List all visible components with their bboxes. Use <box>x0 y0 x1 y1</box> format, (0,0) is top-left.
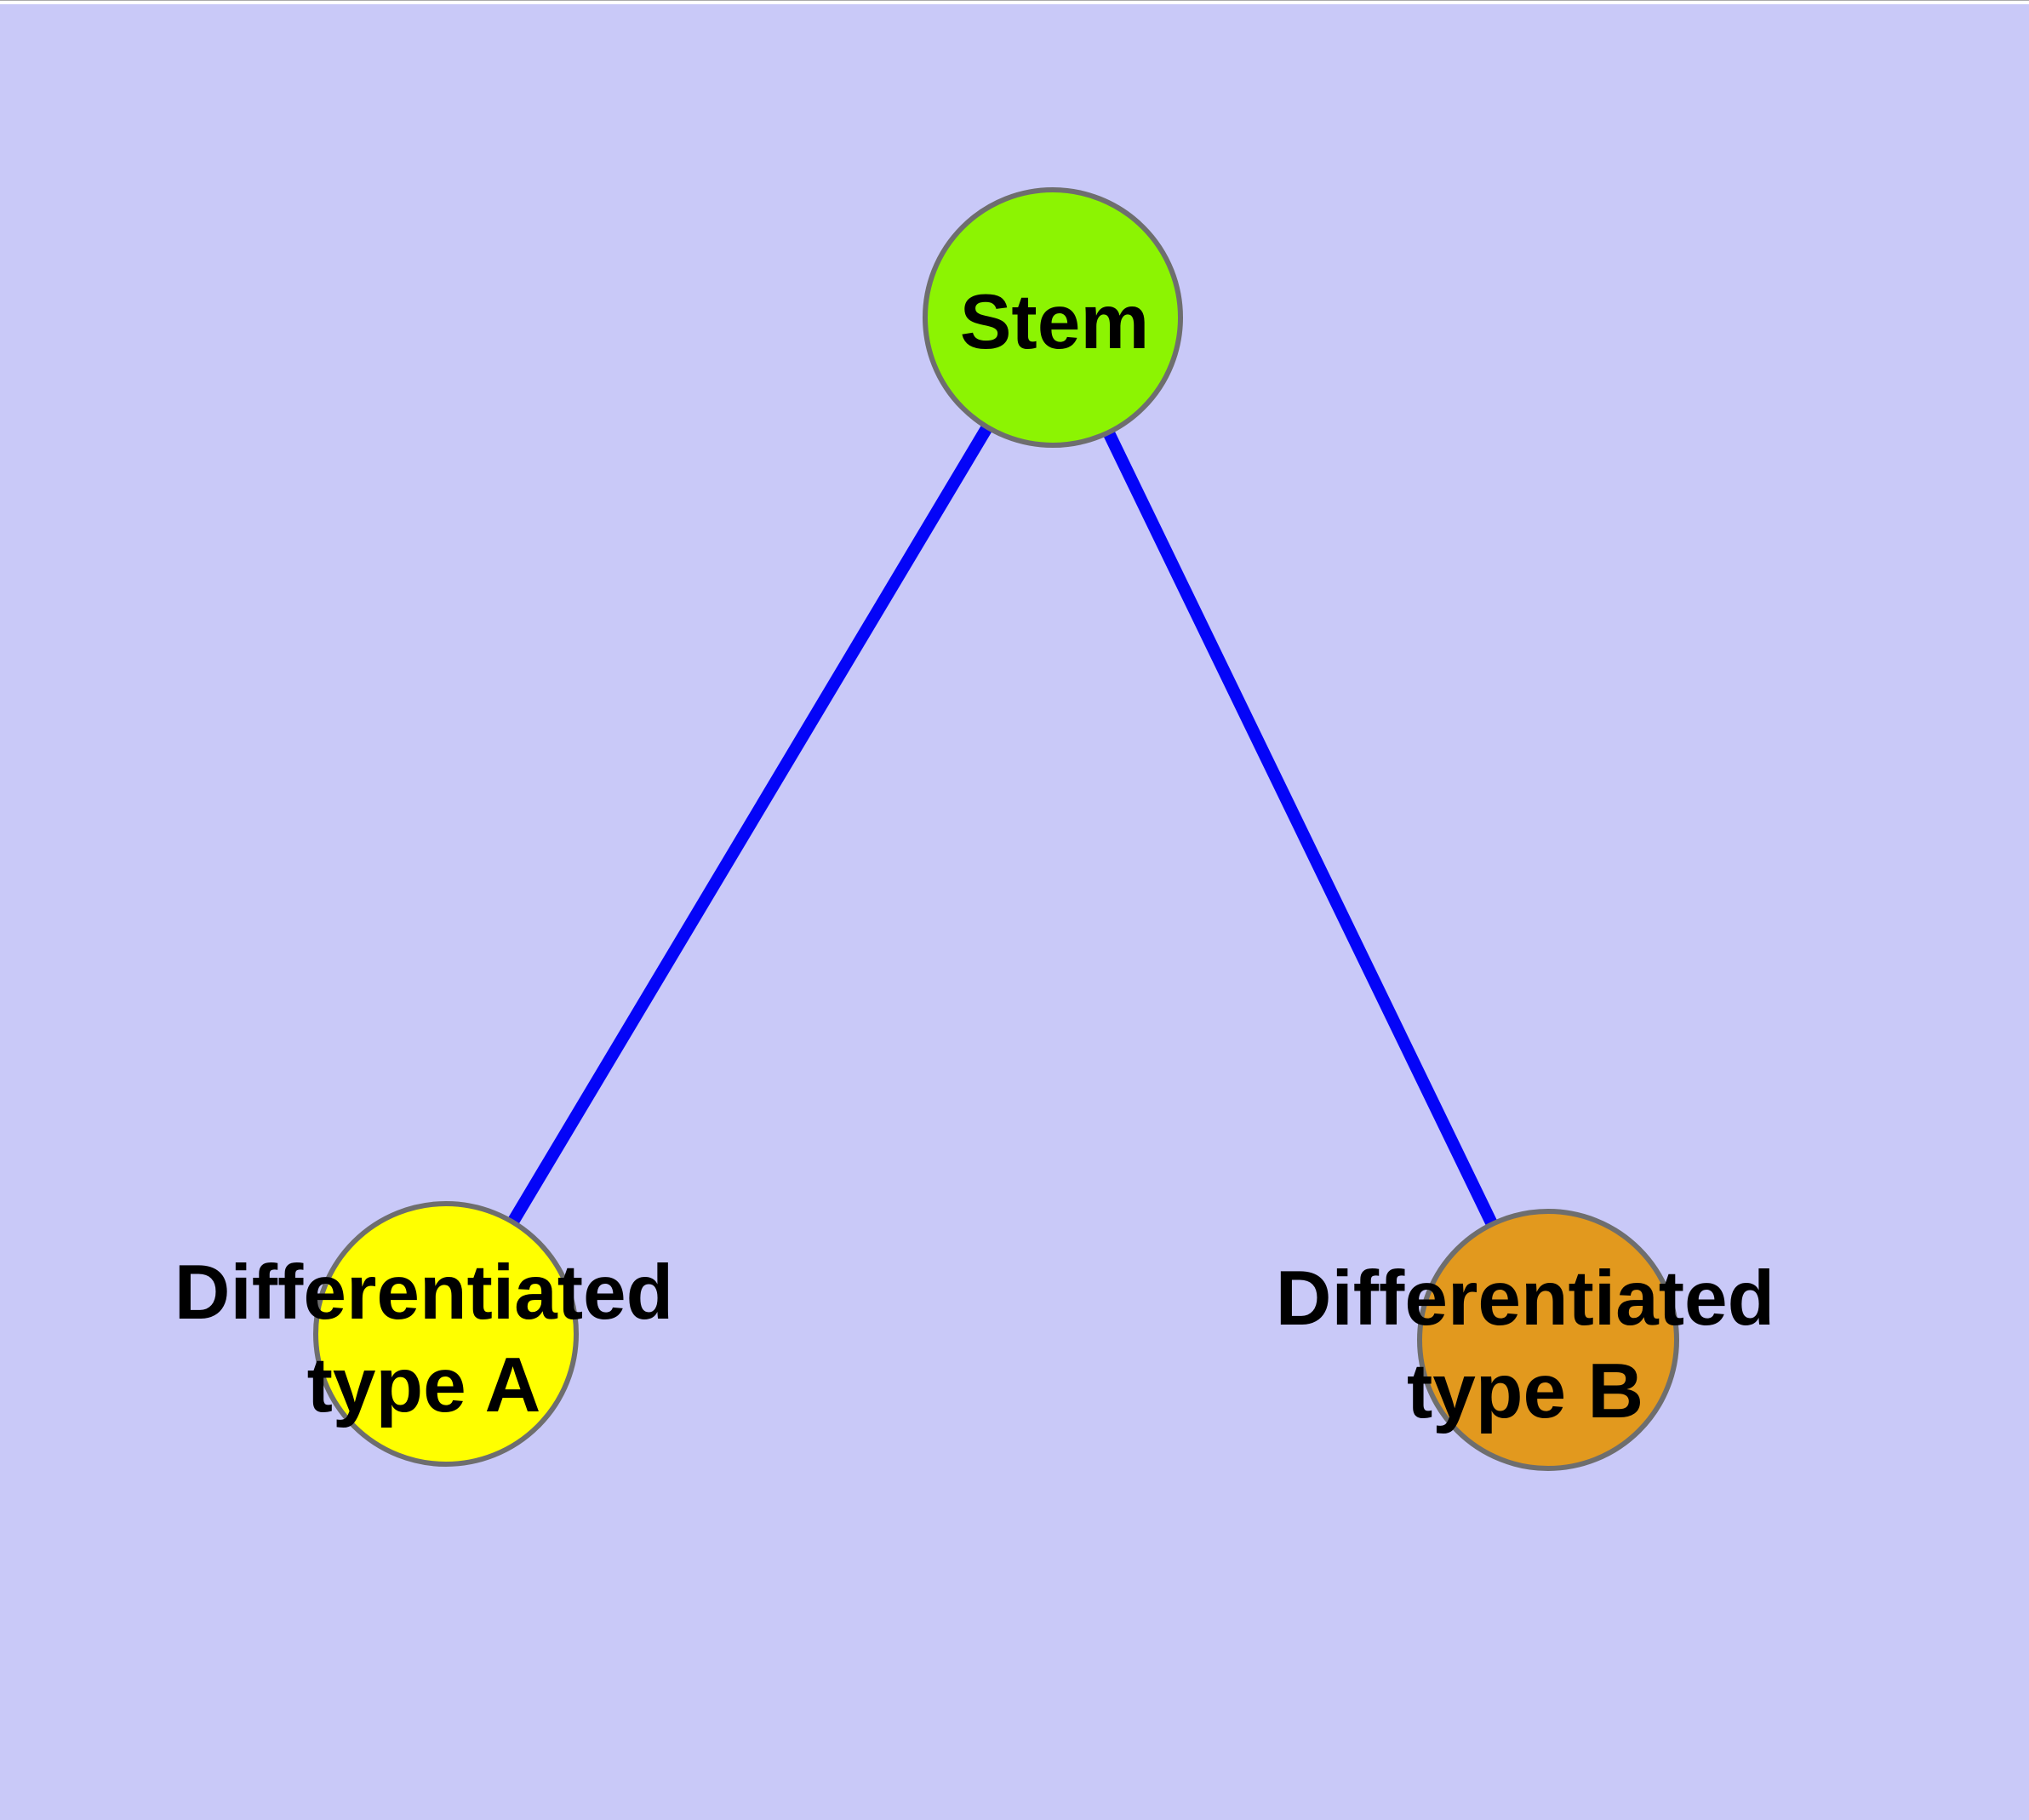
edge-stem-to-type-a <box>440 314 1059 1337</box>
node-type-a-circle <box>313 1201 579 1467</box>
edge-stem-to-type-b <box>1047 314 1554 1343</box>
node-type-a-label-line1: Differentiated <box>174 1250 674 1336</box>
top-margin-strip <box>0 1 2029 4</box>
node-type-a-label-line2: type A <box>307 1342 541 1428</box>
node-stem-circle <box>923 187 1183 448</box>
node-type-b-label-line2: type B <box>1407 1348 1643 1434</box>
node-type-b-circle <box>1417 1209 1679 1471</box>
top-hairline <box>0 0 2029 1</box>
node-stem-label: Stem <box>960 279 1150 365</box>
node-type-b-label-line1: Differentiated <box>1276 1256 1775 1342</box>
